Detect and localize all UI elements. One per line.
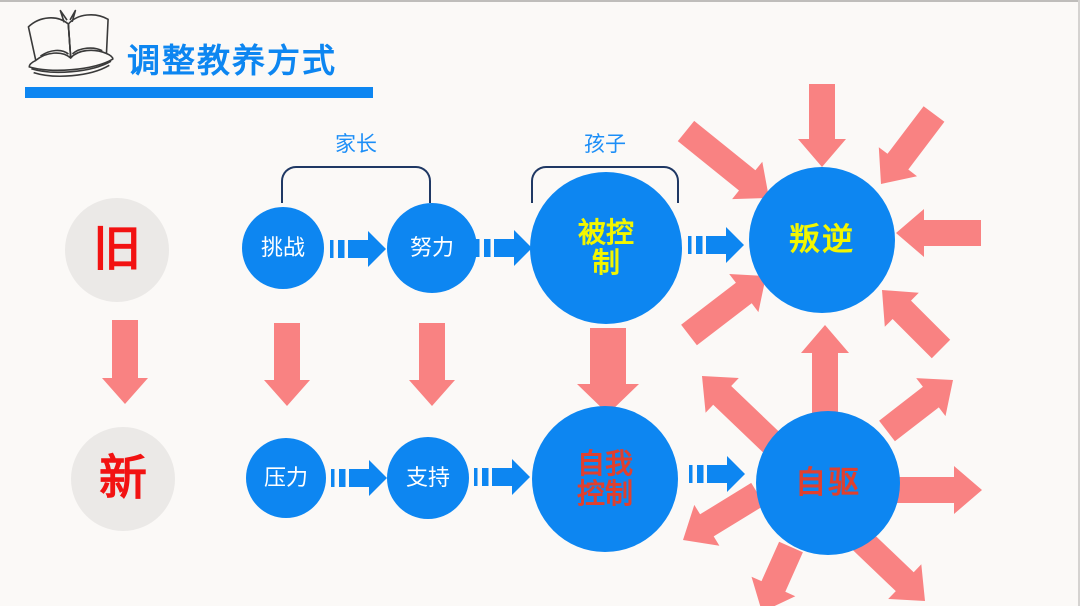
bracket-parents	[281, 166, 431, 203]
old-tag-text: 旧	[92, 223, 141, 277]
group-label-parents: 家长	[335, 133, 377, 156]
slide-top-border	[0, 0, 1080, 2]
old-hub-rebellion-text: 叛逆	[789, 222, 855, 258]
outward-arrow-up-right-icon	[879, 378, 953, 442]
old-node-controlled-line2: 制	[591, 247, 620, 278]
outward-arrow-down-left-icon	[751, 541, 803, 606]
outward-arrow-right-icon	[897, 466, 982, 514]
striped-arrow-icon	[331, 460, 387, 496]
new-node-selfcontrol-line2: 控制	[576, 478, 633, 509]
old-tag-circle: 旧	[65, 198, 169, 302]
old-node-effort-text: 努力	[409, 235, 454, 261]
striped-arrow-icon	[474, 459, 530, 495]
new-node-selfcontrol-line1: 自我	[576, 447, 633, 479]
new-hub-selfdriven-text: 自驱	[795, 465, 861, 501]
inward-arrow-top-left-icon	[677, 120, 769, 200]
striped-arrow-icon	[330, 231, 386, 267]
open-book-icon	[27, 9, 114, 77]
striped-arrow-icon	[689, 456, 745, 492]
new-tag-circle: 新	[71, 427, 175, 531]
inward-arrow-top-right-icon	[878, 106, 945, 184]
new-node-selfcontrol: 自我 控制	[532, 406, 678, 552]
inward-arrow-right-icon	[896, 209, 981, 257]
old-node-challenge: 挑战	[242, 207, 324, 289]
inward-arrow-top-icon	[798, 84, 846, 167]
old-node-controlled-line1: 被控	[577, 216, 634, 248]
transition-arrow-effort-to-support-icon	[409, 323, 455, 406]
outward-arrow-left-down-icon	[683, 482, 765, 546]
transition-arrow-old-to-new-icon	[102, 320, 148, 404]
striped-arrow-icon	[476, 230, 532, 266]
slide-title: 调整教养方式	[127, 42, 337, 79]
new-node-support: 支持	[387, 437, 469, 519]
transition-arrow-challenge-to-pressure-icon	[264, 323, 310, 406]
inward-arrow-bottom-left-icon	[681, 274, 766, 346]
transition-arrow-controlled-to-selfcontrol-icon	[577, 328, 639, 414]
new-node-pressure-text: 压力	[263, 465, 308, 491]
group-label-child: 孩子	[584, 133, 626, 156]
old-hub-rebellion: 叛逆	[749, 167, 895, 313]
new-node-support-text: 支持	[405, 465, 450, 491]
old-node-challenge-text: 挑战	[260, 235, 305, 261]
new-tag-text: 新	[98, 452, 147, 506]
old-node-controlled: 被控 制	[530, 172, 682, 324]
inward-arrow-bottom-right-icon	[882, 290, 951, 359]
old-node-effort: 努力	[387, 203, 477, 293]
striped-arrow-icon	[688, 227, 744, 263]
title-underline	[25, 87, 373, 98]
new-node-pressure: 压力	[246, 438, 326, 518]
new-hub-selfdriven: 自驱	[756, 411, 900, 555]
inward-arrow-bottom-icon	[801, 325, 849, 415]
slide-right-border	[1078, 0, 1080, 606]
